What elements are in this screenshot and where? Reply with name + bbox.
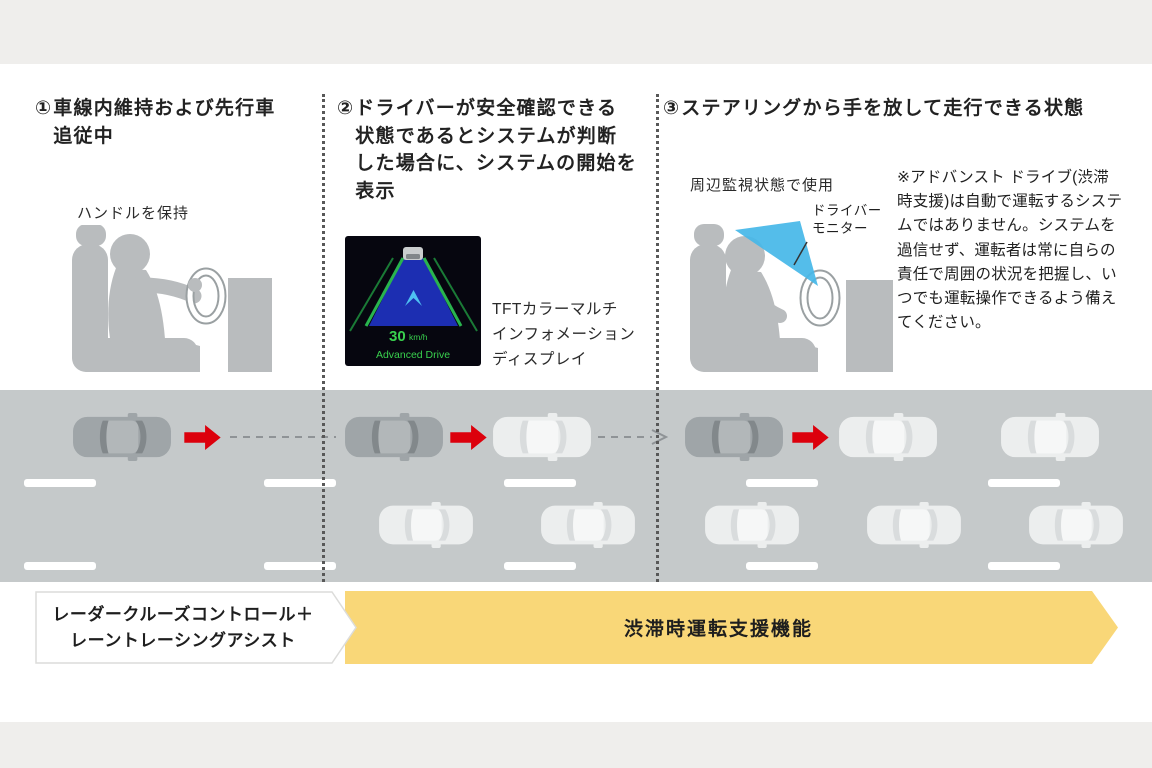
dashboard-shape <box>228 278 272 372</box>
steering-wheel <box>801 271 839 325</box>
driver-silhouette-hands-off <box>690 224 893 372</box>
separator-1 <box>322 94 325 582</box>
driver-monitor-cone-icon <box>735 221 818 286</box>
road-edge-dim-right <box>433 257 478 332</box>
driver-hands-off-illustration <box>678 168 893 372</box>
lane-markings-middle <box>24 479 1060 487</box>
traffic-car-bottom-2 <box>541 502 635 548</box>
tft-display: 30 km/h Advanced Drive <box>345 236 481 366</box>
driver-arm-down <box>735 279 787 323</box>
traffic-car-bottom-5 <box>1029 502 1123 548</box>
steering-wheel <box>187 269 225 323</box>
traffic-car-bottom-3 <box>705 502 799 548</box>
display-speed-unit: km/h <box>409 332 428 342</box>
display-lead-car-window <box>406 254 420 259</box>
dashboard-shape <box>846 280 893 372</box>
driver-hands-on-illustration <box>62 196 272 372</box>
road-edge-left <box>364 257 405 327</box>
driver-monitor-label: ドライバー モニター <box>812 203 882 237</box>
road-edge-dim-left <box>349 257 394 332</box>
lead-car-stage2 <box>493 413 591 461</box>
traffic-car-top-far <box>1001 413 1099 461</box>
traffic-jam-assist-banner-label: 渋滞時運転支援機能 <box>623 619 813 640</box>
disclaimer-note: ※アドバンスト ドライブ(渋滞時支援)は自動で運転するシステムではありません。シ… <box>897 169 1123 332</box>
monitor-pointer-line <box>793 241 808 266</box>
section1-heading: ① 車線内維持および先行車 追従中 <box>35 95 335 150</box>
traffic-jam-assist-banner: 渋滞時運転支援機能 <box>345 591 1118 664</box>
road-edge-right <box>422 257 463 327</box>
traffic-car-bottom-4 <box>867 502 961 548</box>
section1-number: ① <box>35 98 53 119</box>
section3-heading-text: ステアリングから手を放して走行できる状態 <box>681 98 1085 119</box>
section2-number: ② <box>337 98 355 119</box>
display-mode-label: Advanced Drive <box>376 349 450 361</box>
separator-2 <box>656 94 659 582</box>
cruise-control-banner-label: レーダークルーズコントロール＋ レーントレーシングアシスト <box>52 605 314 650</box>
ego-car-stage3 <box>685 413 783 461</box>
surround-monitoring-label: 周辺監視状態で使用 <box>683 172 842 197</box>
ego-car-stage2 <box>345 413 443 461</box>
cruise-control-banner-shape <box>35 591 357 664</box>
section1-heading-text: 車線内維持および先行車 追従中 <box>53 98 276 147</box>
display-speed: 30 <box>389 328 406 345</box>
section2-heading-text: ドライバーが安全確認できる 状態であるとシステムが判断 した場合に、システムの開… <box>355 98 637 202</box>
lead-car-stage3 <box>839 413 937 461</box>
ego-car-stage1 <box>73 413 171 461</box>
cruise-control-banner: レーダークルーズコントロール＋ レーントレーシングアシスト <box>35 591 357 664</box>
tft-display-label: TFTカラーマルチ インフォメーション ディスプレイ <box>492 301 636 368</box>
driver-silhouette <box>72 224 272 372</box>
traffic-car-bottom-1 <box>379 502 473 548</box>
driver-hand <box>188 278 202 292</box>
section3-heading: ③ ステアリングから手を放して走行できる状態 <box>663 95 1138 123</box>
lane-markings-bottom <box>24 562 1060 570</box>
road-graphic <box>0 390 1152 582</box>
lane-chevron-icon <box>405 290 422 306</box>
hands-on-label: ハンドルを保持 <box>70 200 197 225</box>
section3-number: ③ <box>663 98 681 119</box>
section2-heading: ② ドライバーが安全確認できる 状態であるとシステムが判断 した場合に、システム… <box>337 95 667 205</box>
